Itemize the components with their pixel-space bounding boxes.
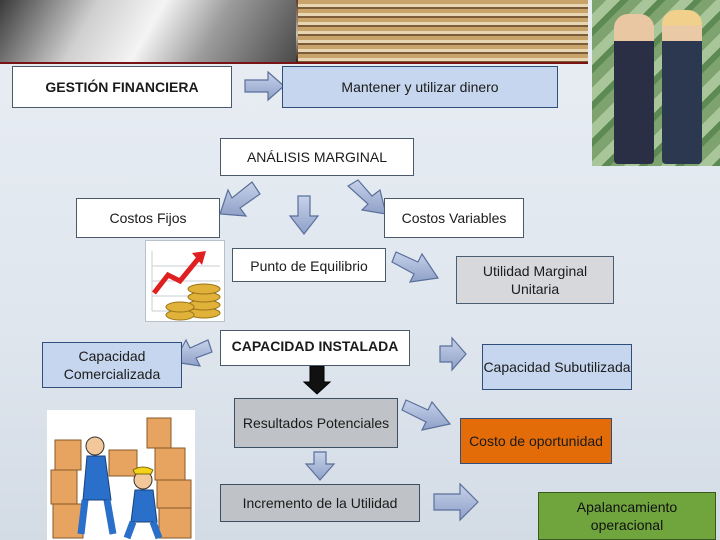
arrow-right: [439, 336, 467, 372]
arrow-down-left: [173, 338, 213, 367]
node-incremento-utilidad: Incremento de la Utilidad: [220, 484, 420, 522]
node-costos-fijos: Costos Fijos: [76, 198, 220, 238]
growth-chart-coins-illustration: [145, 240, 225, 322]
node-costos-variables: Costos Variables: [384, 198, 524, 238]
node-capacidad-subutilizada: Capacidad Subutilizada: [482, 344, 632, 390]
businesspeople-money-photo: [592, 0, 720, 166]
node-punto-equilibrio: Punto de Equilibrio: [232, 248, 386, 282]
arrow-right: [433, 482, 479, 522]
node-costo-oportunidad: Costo de oportunidad: [460, 418, 612, 464]
node-capacidad-comercializada: Capacidad Comercializada: [42, 342, 182, 388]
node-utilidad-marginal: Utilidad Marginal Unitaria: [456, 256, 614, 304]
node-apalancamiento: Apalancamiento operacional: [538, 492, 716, 540]
node-gestion-financiera: GESTIÓN FINANCIERA: [12, 66, 232, 108]
node-resultados-potenciales: Resultados Potenciales: [234, 398, 398, 448]
arrow-right-down: [401, 399, 452, 431]
node-analisis-marginal: ANÁLISIS MARGINAL: [220, 138, 414, 176]
arrow-down: [304, 451, 336, 481]
arrow-down-left: [219, 181, 261, 217]
node-mantener-dinero: Mantener y utilizar dinero: [282, 66, 558, 108]
arrow-right-down: [391, 251, 440, 283]
office-papers-photo: [0, 0, 588, 64]
boxes-workers-illustration: [47, 410, 195, 540]
arrow-down: [288, 195, 320, 235]
arrow-down-dark: [302, 365, 332, 395]
arrow-down-right: [346, 179, 387, 215]
arrow-right: [244, 70, 285, 102]
node-capacidad-instalada: CAPACIDAD INSTALADA: [220, 330, 410, 366]
